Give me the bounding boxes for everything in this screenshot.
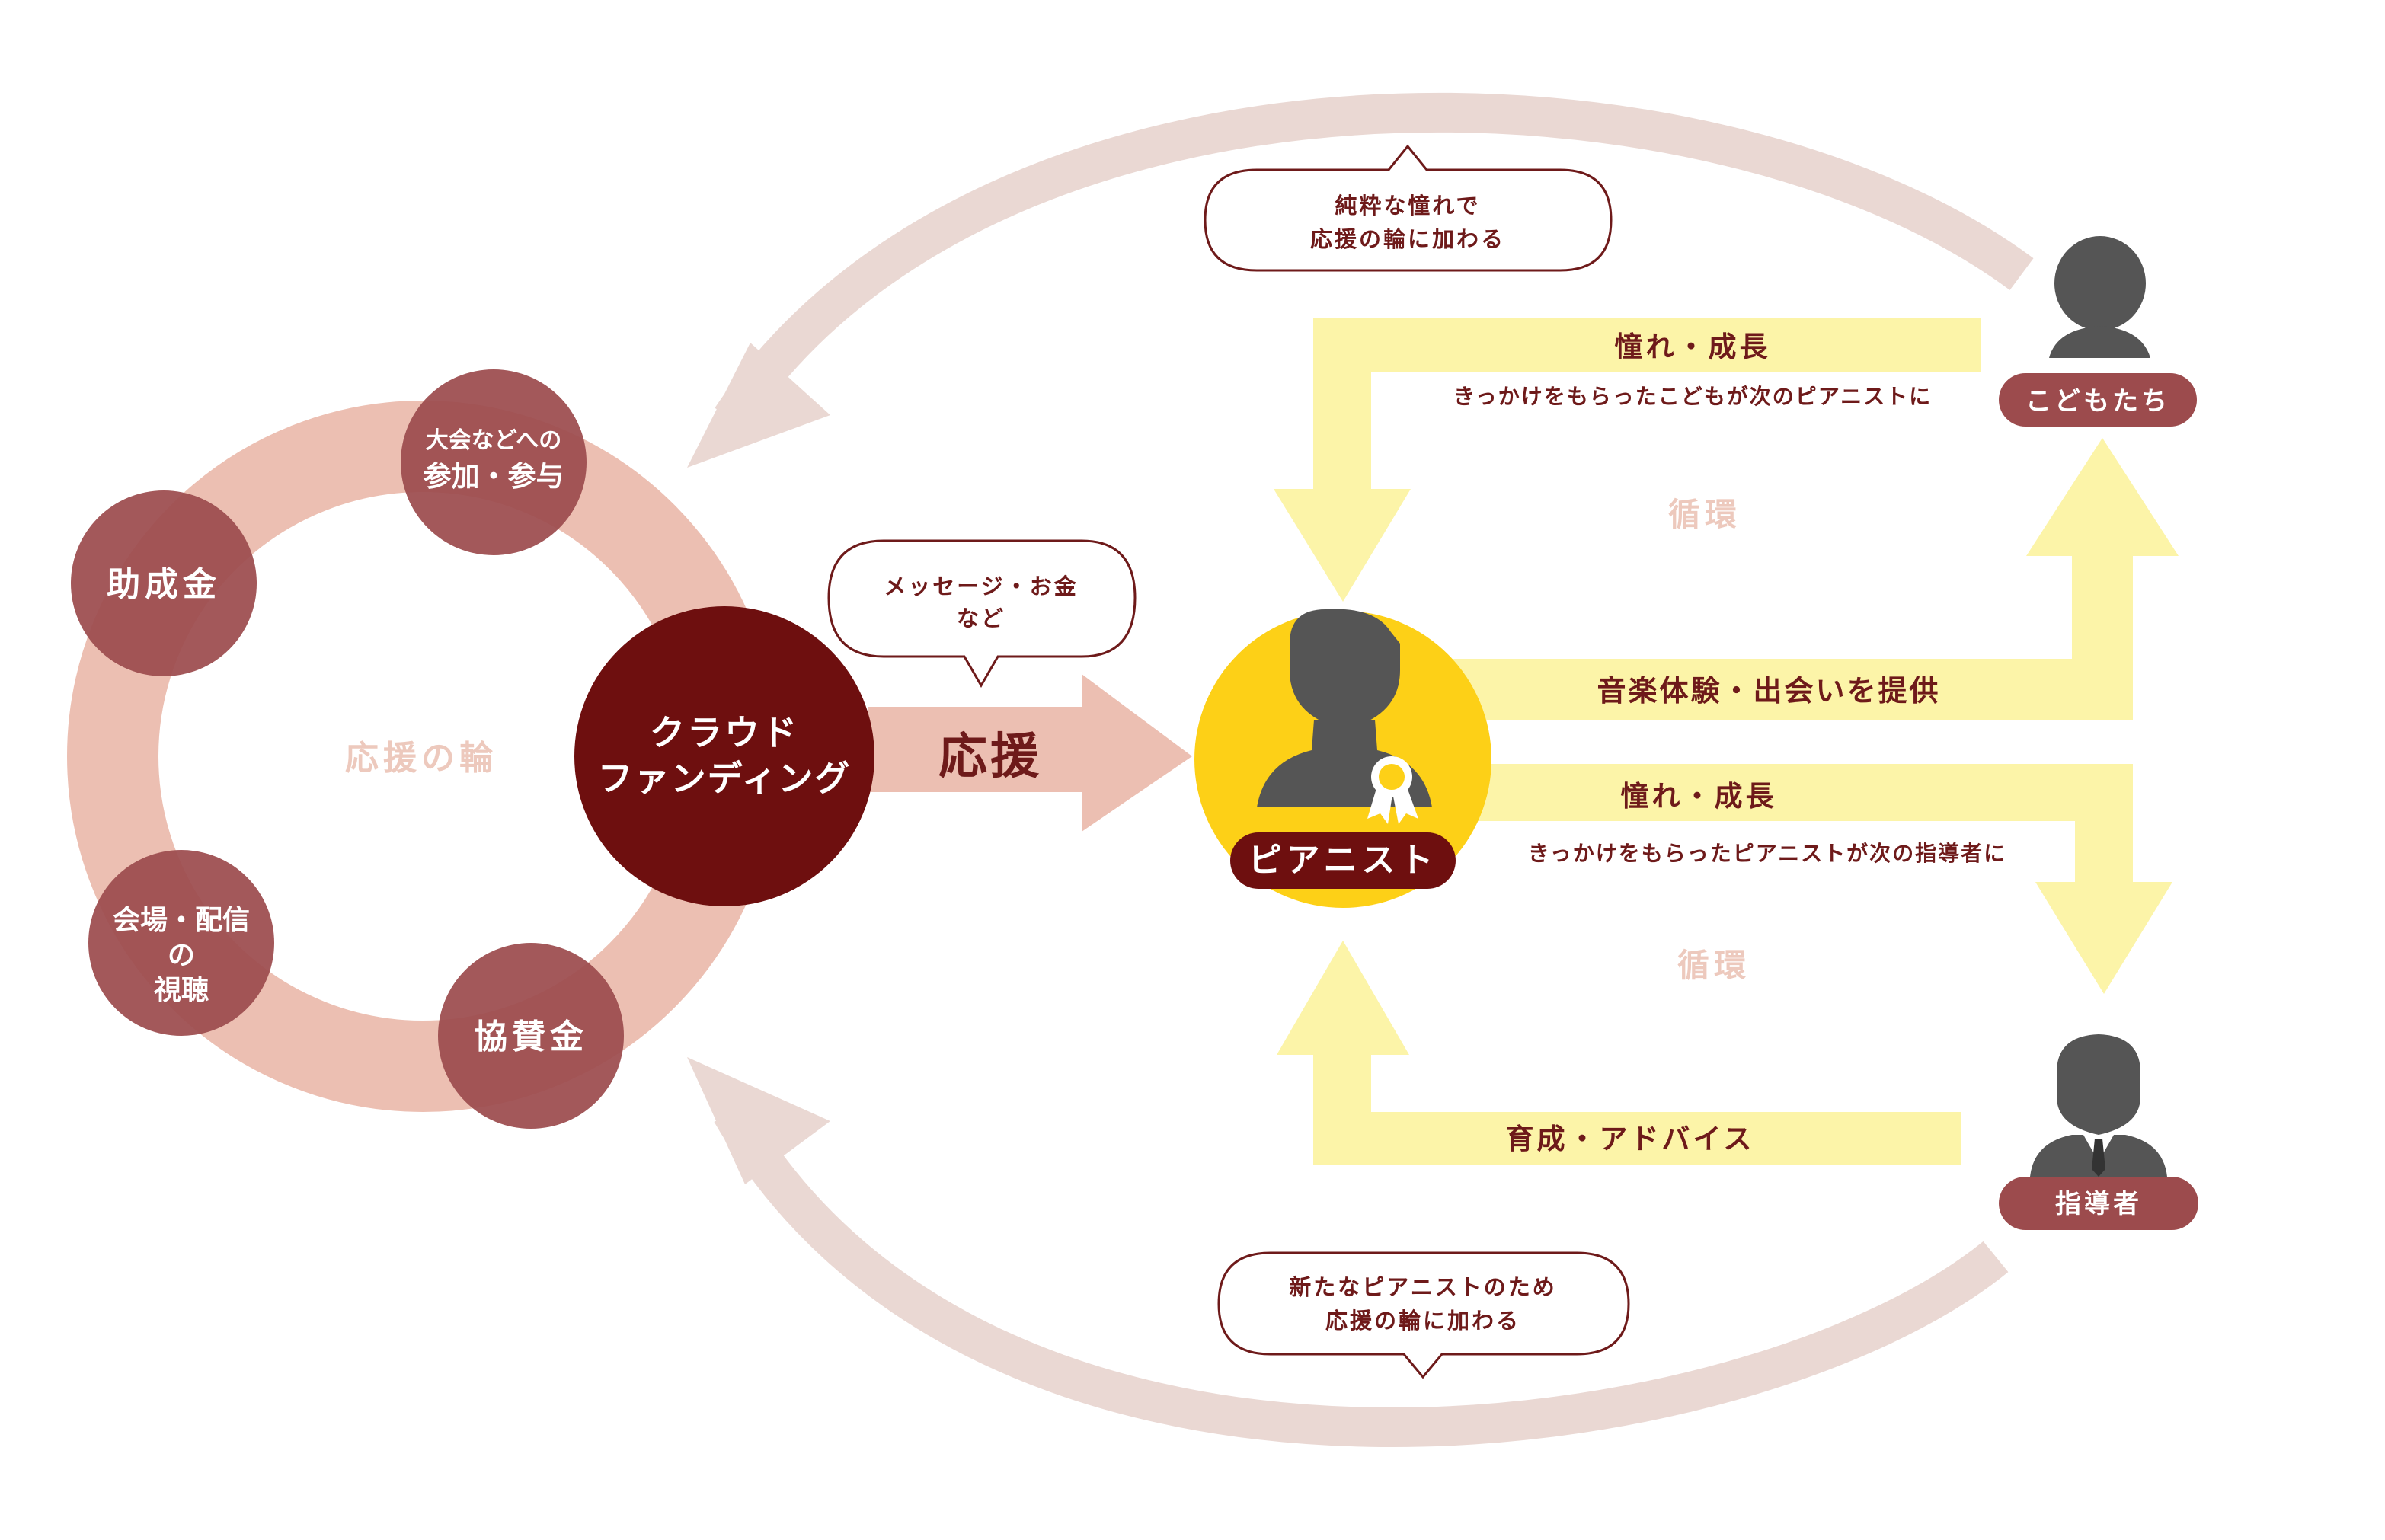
flow-arrow-middle [1447,764,2172,994]
flow-provide: 音楽体験・出会いを提供 [1597,674,1940,708]
pianist-node: ピアニスト [1194,609,1491,908]
svg-text:視聴: 視聴 [154,975,209,1006]
bottom-return-arrow [687,1057,2009,1447]
svg-text:メッセージ・お金: メッセージ・お金 [884,574,1078,599]
flow-arrow-top [1274,318,1981,602]
children-node: こどもたち [1999,236,2197,427]
award-ribbon-icon [1367,756,1418,824]
support-ring-label: 応援の輪 [345,739,497,778]
child-person-icon [2049,236,2150,358]
node-kaijo: 会場・配信 の 視聴 [88,850,274,1036]
flow-top-title: 憧れ・成長 [1615,331,1771,363]
instructor-person-icon [2030,1034,2167,1177]
svg-text:応援の輪に加わる: 応援の輪に加わる [1310,226,1505,252]
svg-text:参加・参与: 参加・参与 [424,460,564,493]
flow-arrow-provide [1447,438,2179,720]
svg-text:純粋な憧れで: 純粋な憧れで [1335,193,1480,219]
bubble-bottom: 新たなピアニストのため 応援の輪に加わる [1217,1251,1630,1379]
flow-mid-sub: きっかけをもらったピアニストが次の指導者に [1528,841,2006,866]
svg-text:助成金: 助成金 [107,565,221,604]
svg-text:ファンディング: ファンディング [598,758,852,799]
bubble-top: 純粋な憧れで 応援の輪に加わる [1204,144,1613,272]
flow-bottom-cycle: 循環 [1677,947,1750,984]
svg-text:の: の [168,940,195,971]
svg-text:大会などへの: 大会などへの [426,427,562,454]
svg-text:協賛金: 協賛金 [474,1018,588,1056]
node-joseikin: 助成金 [71,490,257,676]
pianist-label: ピアニスト [1248,841,1437,880]
flow-top-sub: きっかけをもらったこどもが次のピアニストに [1453,384,1932,409]
flow-top-cycle: 循環 [1668,496,1741,533]
support-arrow: 応援 [868,674,1192,832]
node-taikai: 大会などへの 参加・参与 [401,369,587,555]
top-return-arrow [687,92,2034,468]
svg-text:クラウド: クラウド [650,712,799,753]
support-arrow-label: 応援 [938,729,1042,785]
svg-text:など: など [957,605,1005,631]
svg-text:新たなピアニストのため: 新たなピアニストのため [1289,1274,1556,1300]
flow-mid-title: 憧れ・成長 [1621,780,1777,813]
flow-advice: 育成・アドバイス [1506,1123,1755,1155]
instructor-node: 指導者 [1999,1034,2198,1230]
flow-arrow-bottom [1277,941,1961,1165]
node-kyosan: 協賛金 [438,943,624,1129]
children-label: こどもたち [2025,386,2170,417]
svg-text:会場・配信: 会場・配信 [113,905,250,936]
bubble-message: メッセージ・お金 など [827,539,1137,688]
instructor-label: 指導者 [2055,1189,2142,1219]
crowdfunding-node: クラウド ファンディング [574,606,874,906]
svg-text:応援の輪に加わる: 応援の輪に加わる [1325,1308,1520,1334]
